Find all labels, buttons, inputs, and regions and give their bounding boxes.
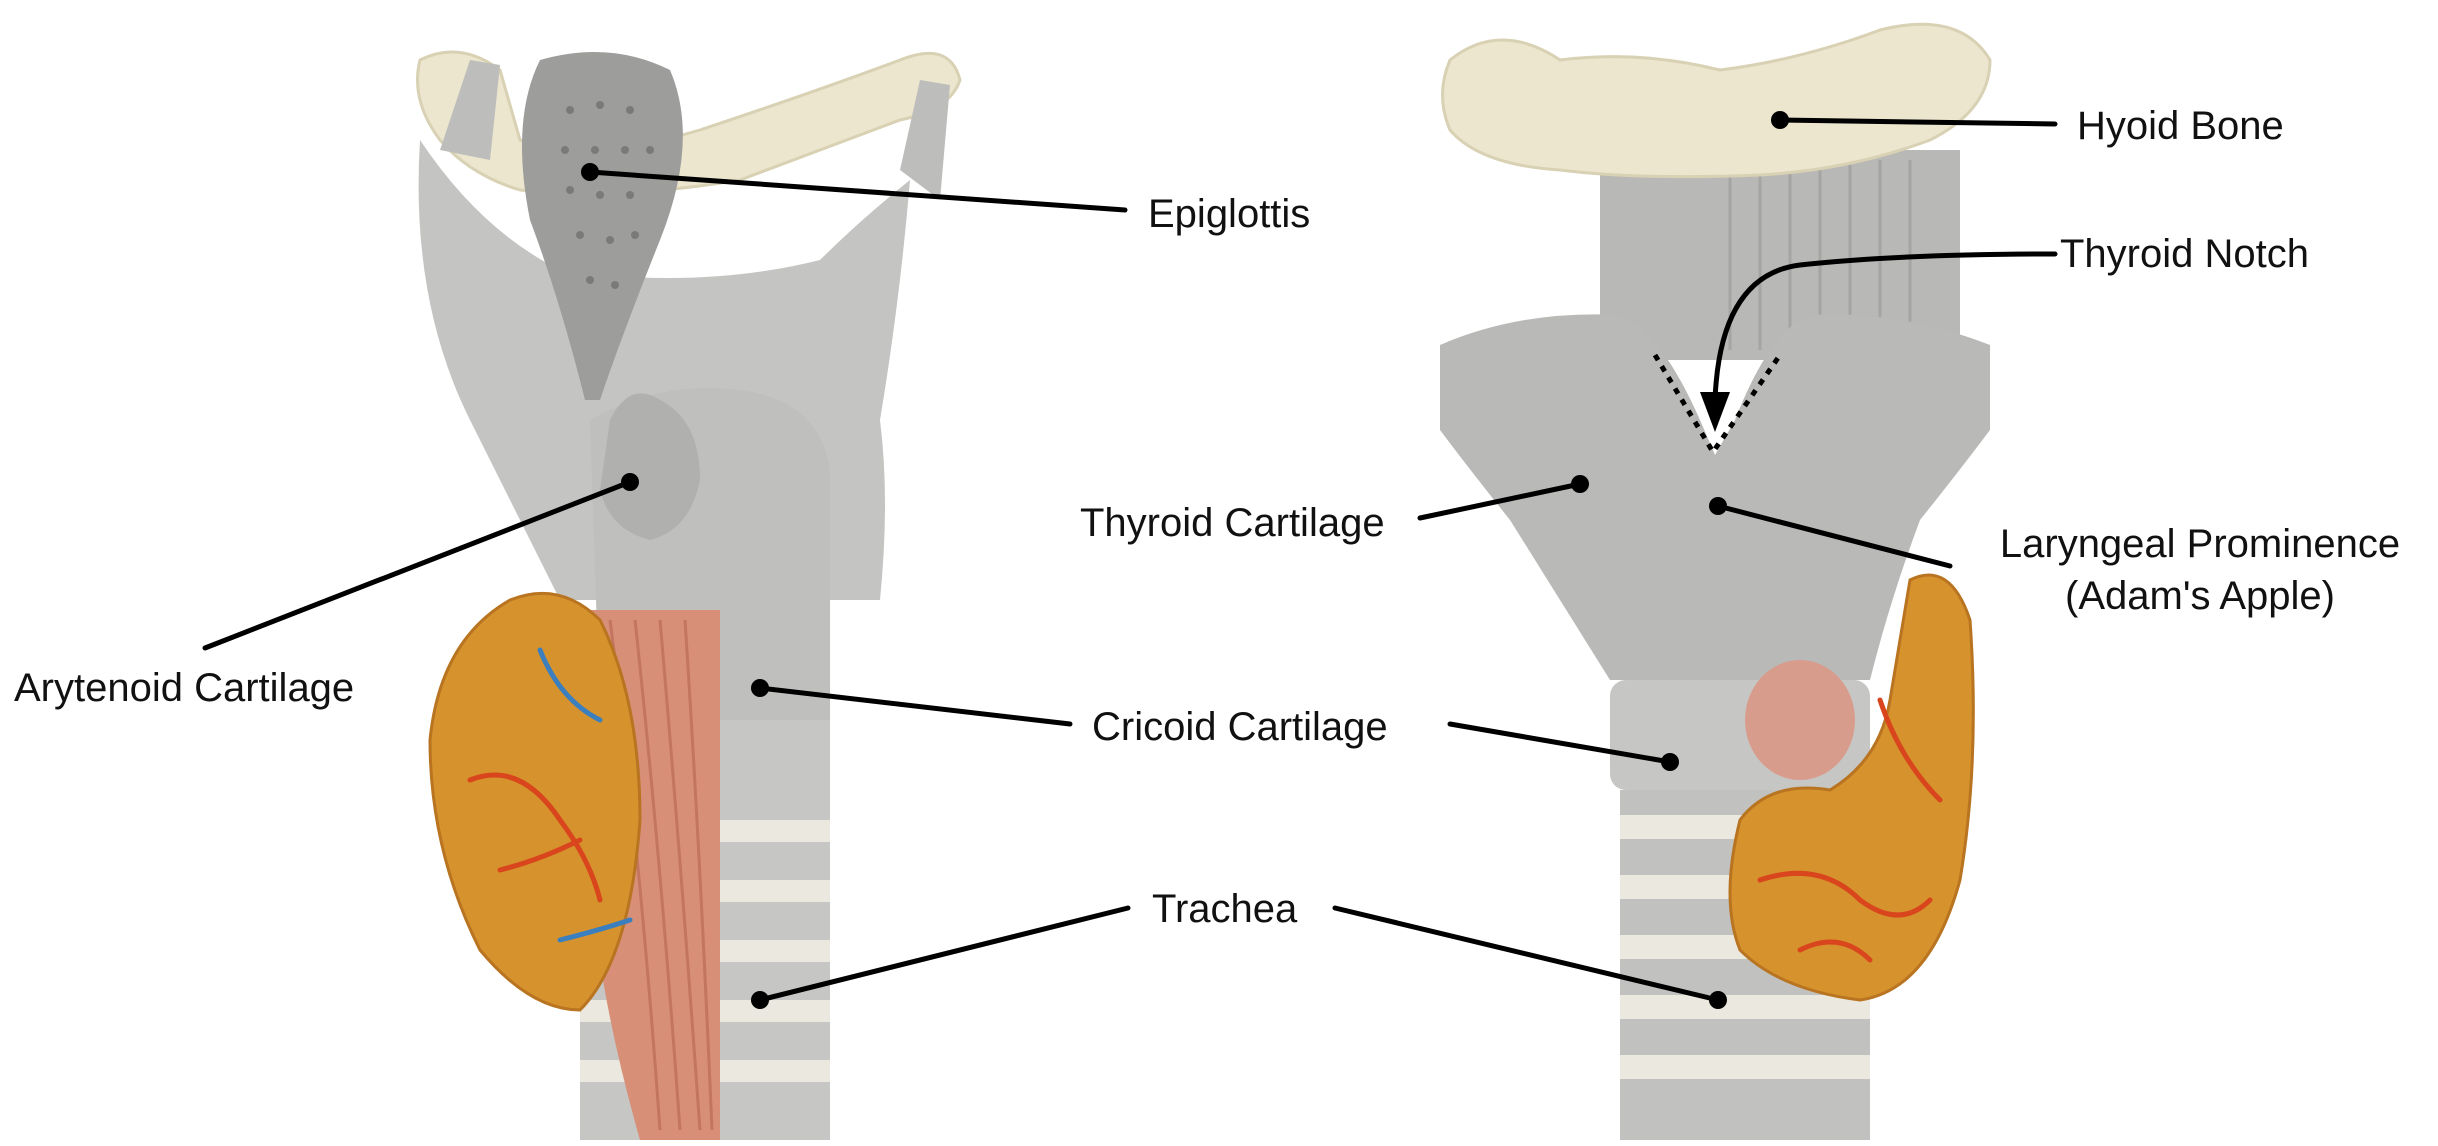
label-trachea: Trachea <box>1152 883 1297 935</box>
anterior-larynx-model <box>1440 24 1990 1140</box>
label-arytenoid-cartilage: Arytenoid Cartilage <box>14 662 354 714</box>
label-laryngeal-prominence-line2: (Adam's Apple) <box>1985 570 2415 622</box>
label-thyroid-notch: Thyroid Notch <box>2060 228 2309 280</box>
label-cricoid-cartilage: Cricoid Cartilage <box>1092 701 1388 753</box>
label-laryngeal-prominence-line1: Laryngeal Prominence <box>1985 518 2415 570</box>
label-epiglottis: Epiglottis <box>1148 188 1310 240</box>
label-laryngeal-prominence: Laryngeal Prominence (Adam's Apple) <box>1985 518 2415 622</box>
anterior-cricothyroid-muscle <box>1745 660 1855 780</box>
posterior-thyroid-gland <box>430 593 640 1010</box>
posterior-larynx-model <box>418 52 961 1140</box>
label-hyoid-bone: Hyoid Bone <box>2077 100 2284 152</box>
label-thyroid-cartilage: Thyroid Cartilage <box>1080 497 1385 549</box>
thyroid-notch-arrowhead <box>1700 392 1730 432</box>
